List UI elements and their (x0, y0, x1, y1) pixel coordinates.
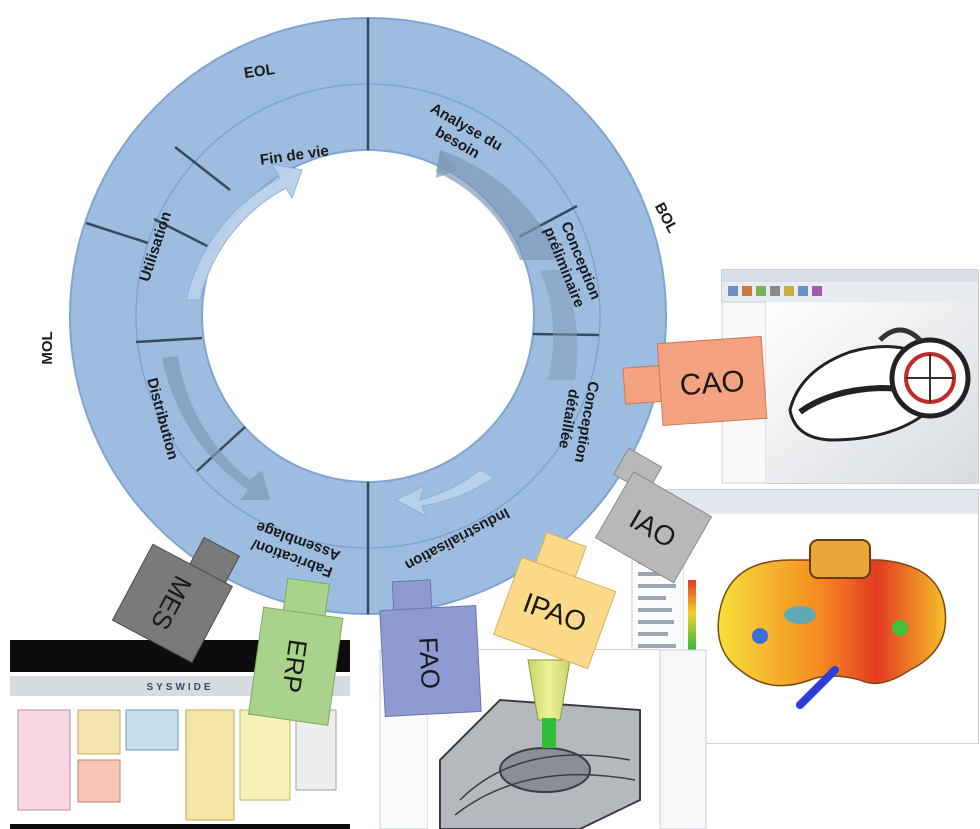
plug-cao: CAO (622, 335, 768, 427)
iao-color-legend (688, 580, 696, 690)
plug-erp: ERP (248, 577, 344, 726)
divider-mol-eol (85, 221, 149, 245)
tool-label-cao: CAO (679, 365, 746, 402)
cao-scooter-model (788, 327, 971, 442)
divider-stage-7 (153, 217, 216, 252)
mes-dashboard-screenshot: SYSWIDE (10, 640, 350, 829)
tool-label-erp: ERP (276, 638, 313, 695)
cao-toolbar-icons (728, 286, 822, 296)
flow-arrow-use-to-eol (185, 163, 303, 301)
plug-ipao: IPAO (493, 531, 617, 670)
flow-arrow-need-head (436, 150, 458, 178)
lifecycle-ring: EOL BOL MOL Fin de vie Analyse du besoin… (39, 17, 681, 615)
mes-module-tiles (17, 709, 337, 821)
plug-fao: FAO (379, 579, 482, 717)
iao-software-screenshot (631, 489, 979, 744)
divider-stage-5 (196, 426, 246, 472)
fao-machined-part (439, 659, 641, 829)
flow-arrow-need-to-design (436, 150, 560, 260)
cao-titlebar (722, 270, 978, 282)
flow-arrow-design-detail (540, 270, 578, 380)
divider-stage-6 (135, 336, 203, 344)
tool-label-fao: FAO (413, 636, 446, 690)
phase-label-bol: BOL (651, 200, 681, 236)
phase-label-eol: EOL (243, 61, 276, 82)
flow-arrow-industrialisation (394, 469, 495, 518)
flow-arrow-distribution (162, 356, 270, 500)
mes-banner-title: SYSWIDE (146, 682, 213, 693)
plug-mes: MES (111, 536, 241, 664)
phase-label-mol: MOL (39, 331, 56, 364)
fao-side-panel (659, 649, 707, 829)
plug-iao: IAO (594, 447, 713, 584)
iao-heatmap-model (717, 539, 947, 709)
divider-stage-8 (174, 146, 231, 191)
